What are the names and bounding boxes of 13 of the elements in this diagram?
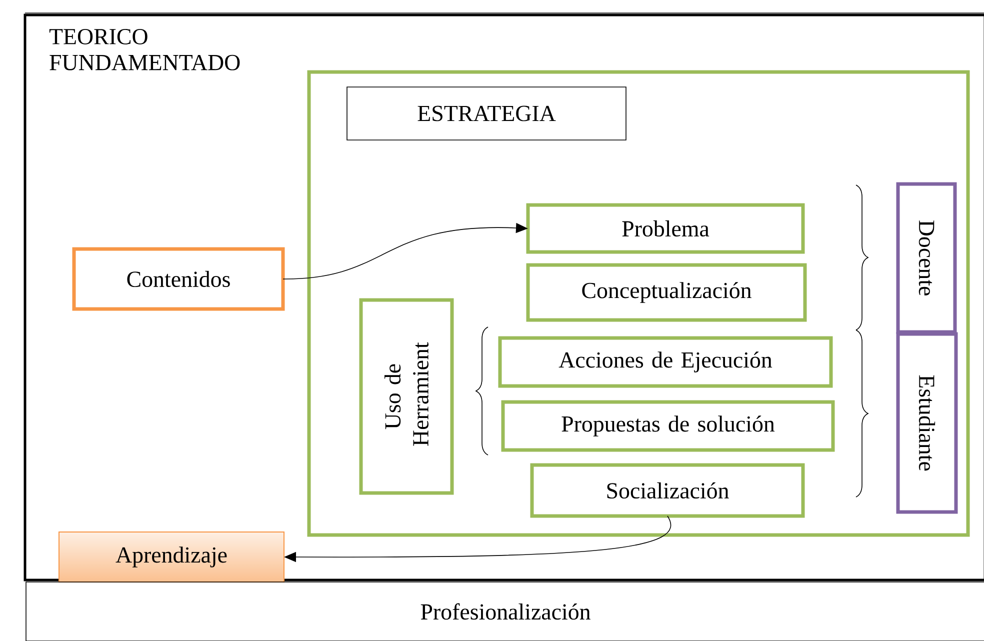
heading-box: ESTRATEGIA: [346, 86, 626, 140]
footer-box: Profesionalización: [26, 582, 984, 641]
process-box: Acciones de Ejecución: [498, 336, 833, 388]
process-box: Conceptualización: [526, 263, 807, 322]
vertical-box: Uso de Herramient: [359, 298, 454, 495]
process-box: Propuestas de solución: [501, 400, 835, 452]
process-box: Socialización: [530, 463, 805, 518]
vertical-box: Estudiante: [896, 332, 958, 514]
process-box: Contenidos: [72, 247, 285, 311]
process-box: Problema: [526, 203, 805, 254]
process-box: Aprendizaje: [58, 532, 284, 582]
vertical-box: Docente: [896, 182, 957, 334]
strategy-frame: [307, 70, 970, 537]
